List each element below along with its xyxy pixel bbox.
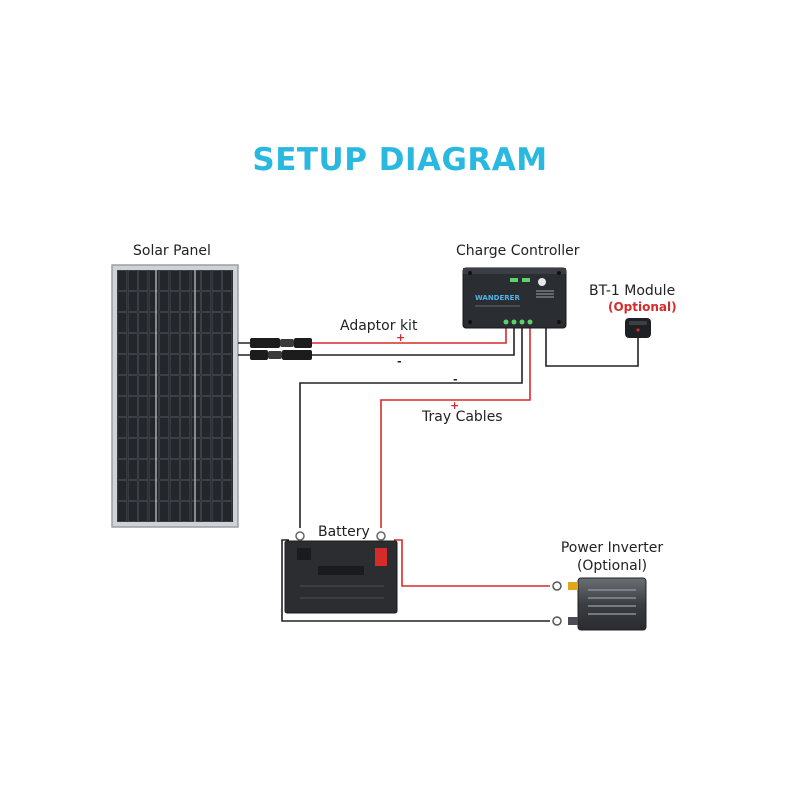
adaptor-kit-label: Adaptor kit [340, 318, 418, 334]
tray-cables-label: Tray Cables [422, 409, 503, 425]
bt-module-label: BT-1 Module [589, 283, 676, 299]
tray-positive-sign: + [450, 399, 460, 412]
bt-module-illustration [625, 318, 651, 338]
adaptor-positive-sign: + [396, 331, 406, 344]
adaptor-negative-sign: - [397, 355, 402, 368]
wiring [281, 326, 639, 622]
battery-label: Battery [318, 524, 370, 540]
charge-controller-illustration: WANDERER [462, 267, 567, 329]
power-inverter-illustration [552, 577, 647, 631]
controller-brand: WANDERER [475, 294, 520, 302]
solar-panel-label: Solar Panel [133, 243, 211, 259]
diagram-title: SETUP DIAGRAM [252, 142, 548, 178]
bt-optional-label: (Optional) [608, 300, 677, 314]
tray-negative-sign: - [453, 373, 458, 386]
inverter-optional-label: (Optional) [576, 558, 648, 574]
power-inverter-label: Power Inverter [560, 540, 664, 556]
adaptor-connectors [238, 338, 312, 360]
charge-controller-label: Charge Controller [456, 243, 580, 259]
battery-illustration [284, 531, 398, 614]
solar-panel-illustration [111, 264, 239, 528]
